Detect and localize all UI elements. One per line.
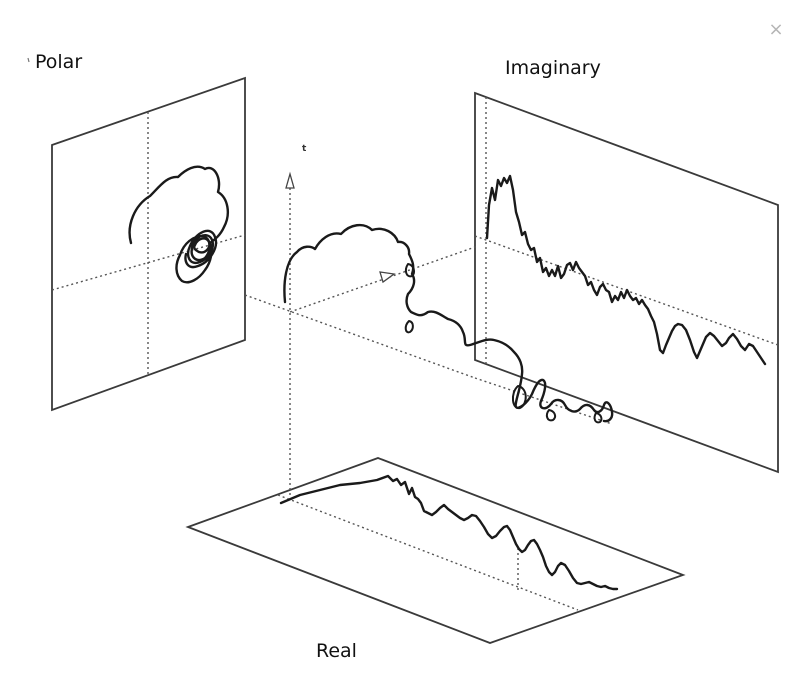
polar-horizontal-gridline bbox=[51, 234, 246, 291]
imaginary-signal bbox=[485, 174, 767, 366]
axes bbox=[244, 171, 613, 495]
helix-loop-5 bbox=[593, 412, 603, 424]
polar-label-tick bbox=[27, 57, 30, 63]
horizontal-axis bbox=[289, 245, 479, 313]
helix-loop-3 bbox=[512, 385, 527, 410]
real-plane bbox=[185, 457, 686, 644]
real-center-gridline bbox=[277, 494, 579, 611]
close-icon[interactable]: × bbox=[768, 19, 784, 40]
vertical-axis-arrow-icon bbox=[285, 171, 295, 189]
real-label: Real bbox=[316, 640, 357, 662]
polar-label: Polar bbox=[35, 51, 83, 73]
polar-inner-loop bbox=[193, 237, 211, 254]
complex-signal-helix bbox=[283, 223, 614, 423]
imaginary-label: Imaginary bbox=[505, 57, 601, 79]
helix-loop-1 bbox=[404, 263, 416, 278]
helix-loop-2 bbox=[404, 320, 414, 334]
horizontal-axis-arrow-icon bbox=[379, 271, 396, 284]
depth-axis-extension bbox=[474, 377, 613, 425]
helix-loop-4 bbox=[545, 409, 557, 422]
depth-axis bbox=[244, 294, 476, 379]
vertical-axis-label: t bbox=[302, 144, 307, 154]
real-signal bbox=[279, 474, 619, 591]
polar-trajectory bbox=[128, 165, 230, 284]
imaginary-plane bbox=[474, 91, 779, 474]
polar-plane bbox=[51, 76, 246, 412]
